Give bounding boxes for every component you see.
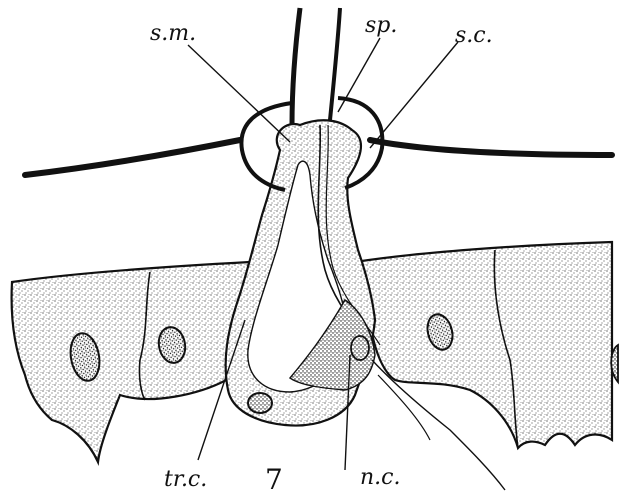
label-nc: n.c. [360,465,400,490]
label-sp: sp. [365,13,397,38]
spine-right [330,8,340,120]
nucleus [248,393,272,413]
leader-sc [370,42,458,148]
label-sm: s.m. [150,21,196,46]
cuticle-right [370,140,612,155]
epithelium-right [355,242,612,448]
cuticle-left [25,140,240,175]
spine-left [292,8,300,125]
leader-sm [188,45,290,142]
nucleus [351,336,369,360]
label-sc: s.c. [455,23,493,48]
figure-number: 7 [265,463,283,491]
label-trc: tr.c. [164,467,207,491]
